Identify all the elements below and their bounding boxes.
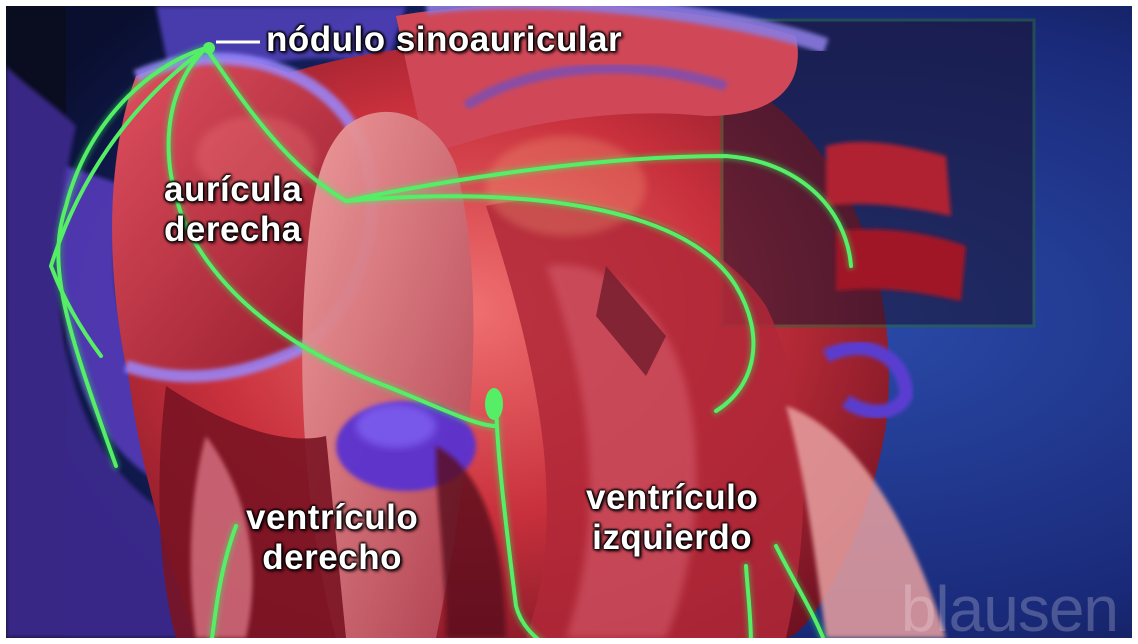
right-atrium-label-line1: aurícula: [164, 170, 302, 210]
right-atrium-label: aurícula derecha: [164, 170, 302, 250]
blausen-watermark: blausen: [901, 572, 1118, 638]
sa-node-dot: [203, 42, 215, 54]
heart-illustration-frame: nódulo sinoauricular aurícula derecha ve…: [6, 6, 1132, 638]
right-ventricle-label-line1: ventrículo: [246, 498, 418, 538]
heart-illustration: [6, 6, 1132, 638]
sa-node-label: nódulo sinoauricular: [266, 20, 622, 60]
av-node: [485, 388, 503, 420]
left-ventricle-label-line1: ventrículo: [586, 478, 758, 518]
left-ventricle-label-line2: izquierdo: [586, 518, 758, 558]
right-ventricle-label-line2: derecho: [246, 538, 418, 578]
right-atrium-label-line2: derecha: [164, 210, 302, 250]
left-ventricle-label: ventrículo izquierdo: [586, 478, 758, 558]
right-ventricle-label: ventrículo derecho: [246, 498, 418, 578]
